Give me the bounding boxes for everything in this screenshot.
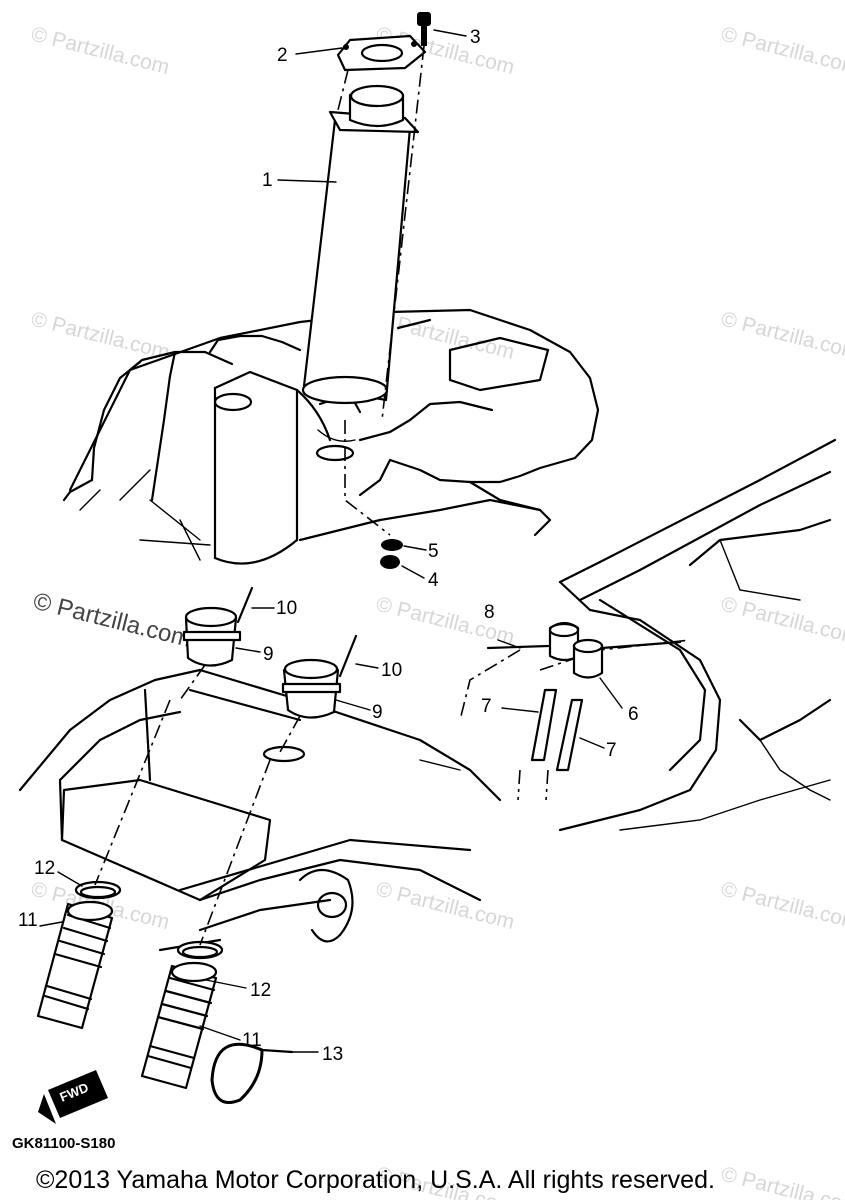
callout-10-right: 10: [381, 660, 402, 681]
callout-8: 8: [484, 602, 495, 623]
part-code: GK81100-S180: [12, 1135, 115, 1152]
callout-7-right: 7: [606, 740, 617, 761]
callout-leaders: [39, 29, 623, 1053]
callout-9-left: 9: [263, 644, 274, 665]
bolt: [417, 12, 431, 46]
copyright-notice: ©2013 Yamaha Motor Corporation, U.S.A. A…: [36, 1166, 715, 1194]
callout-13: 13: [322, 1044, 343, 1065]
watermark-text: © Partzilla.com: [374, 593, 517, 650]
callout-12-left: 12: [34, 858, 55, 879]
watermark-text: © Partzilla.com: [719, 878, 845, 935]
right-hull-outline: [459, 438, 837, 832]
callout-labels: 2 3 1 5 4 10 10 9 9 8 7 7 6 12 11 12 11 …: [18, 27, 639, 1065]
forward-arrow: FWD: [38, 1070, 108, 1124]
filler-gasket: [336, 34, 427, 72]
callout-11-left: 11: [18, 910, 38, 931]
watermark-text: © Partzilla.com: [719, 1163, 845, 1200]
watermark-text: © Partzilla.com: [719, 23, 845, 80]
callout-11-right: 11: [242, 1030, 262, 1051]
callout-6: 6: [628, 704, 639, 725]
assembly-lines-top: [337, 45, 425, 536]
callout-4: 4: [428, 570, 439, 591]
watermark-text: © Partzilla.com: [374, 878, 517, 935]
callout-1: 1: [262, 170, 273, 191]
callout-2: 2: [277, 45, 288, 66]
watermark-text: © Partzilla.com: [29, 23, 172, 80]
watermark-text: © Partzilla.com: [719, 308, 845, 365]
cable-tie: [210, 1042, 294, 1104]
watermark-text: © Partzilla.com: [374, 308, 517, 365]
lower-hull-outline: [18, 668, 502, 952]
fuel-fittings: [486, 621, 682, 801]
callout-7-left: 7: [481, 696, 492, 717]
callout-9-right: 9: [372, 702, 383, 723]
callout-12-right: 12: [250, 980, 271, 1001]
filler-neck-pipe: [301, 84, 420, 462]
watermark-text-dark: © Partzilla.com: [31, 588, 194, 653]
callout-5: 5: [428, 541, 439, 562]
fuel-filter-cap-left: [179, 586, 254, 701]
washer-and-nut: [380, 539, 403, 569]
filler-hose-right: [140, 961, 218, 1090]
hose-clamp-right: [176, 940, 224, 960]
callout-3: 3: [470, 27, 481, 48]
watermark-layer: © Partzilla.com © Partzilla.com © Partzi…: [29, 23, 845, 1200]
fuel-filter-cap-right: [262, 634, 358, 763]
hose-clamp-left: [74, 880, 122, 900]
filler-hose-left: [36, 900, 114, 1030]
watermark-text: © Partzilla.com: [29, 308, 172, 365]
assembly-lines-bottom: [94, 699, 271, 946]
callout-10-left: 10: [276, 598, 297, 619]
watermark-text: © Partzilla.com: [719, 593, 845, 650]
